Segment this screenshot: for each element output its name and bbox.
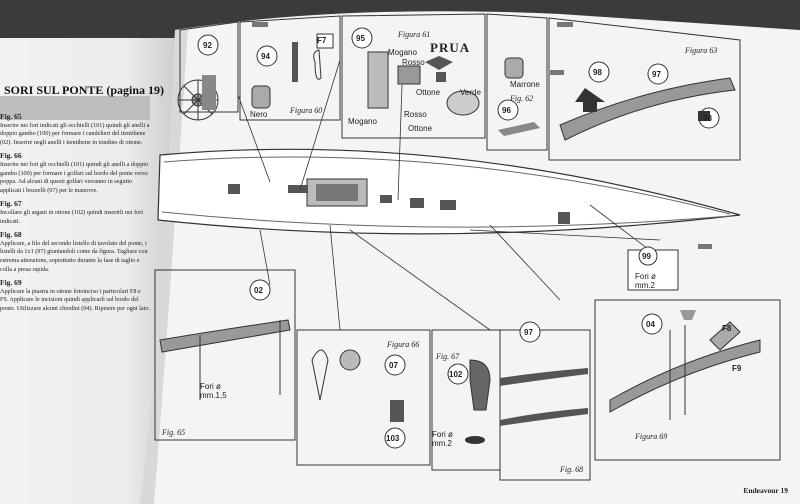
caption-fig-62: Fig. 62 <box>510 94 534 103</box>
callout-95: 95 <box>356 34 365 43</box>
hull-plan-outline <box>157 148 741 235</box>
color-marrone: Marrone <box>510 80 540 89</box>
color-verde: Verde <box>460 88 481 97</box>
left-page-text: Fig. 65 Inserire nei fori indicati gli o… <box>0 108 150 313</box>
callout-07: 07 <box>389 361 398 370</box>
caption-fig-67: Fig. 67 <box>436 352 460 361</box>
binnacle-icon <box>367 51 389 109</box>
color-rosso: Rosso <box>404 110 427 119</box>
eye-bolt-icon <box>311 349 329 401</box>
arrow-down-icon <box>575 88 605 112</box>
part-f7: F7 <box>317 36 327 45</box>
glue-bottle-icon <box>390 400 404 422</box>
right-page: 92 94 95 96 98 97 98 99 02 07 103 102 97… <box>140 0 800 504</box>
fig-text: Inserire nei fori gli occhielli (101) qu… <box>0 160 149 194</box>
callout-99: 99 <box>642 252 651 261</box>
caption-fig-68: Fig. 68 <box>560 465 584 474</box>
caption-figura-69: Figura 69 <box>635 432 668 441</box>
fig-text: Applicare la piastra in ottone fotoincis… <box>0 287 150 312</box>
holes-label: Fori ø <box>200 382 221 391</box>
caption-figura-60: Figura 60 <box>290 106 323 115</box>
callout-98: 98 <box>593 68 602 77</box>
callout-94: 94 <box>261 52 270 61</box>
pedestal-shape <box>202 75 216 110</box>
left-page <box>0 38 182 504</box>
color-ottone: Ottone <box>416 88 441 97</box>
left-header-bar <box>0 96 150 120</box>
callout-102: 102 <box>449 370 463 379</box>
caption-fig-65: Fig. 65 <box>162 428 186 437</box>
caption-figura-66: Figura 66 <box>387 340 420 349</box>
fig-text: Incollare gli argani in ottone (102) qui… <box>0 208 144 225</box>
paint-pot-icon <box>504 57 524 79</box>
arrow-left-icon <box>680 106 710 121</box>
prua-label: PRUA <box>430 40 471 55</box>
fig-heading: Fig. 69 <box>0 278 22 288</box>
page-footer: Endeavour 19 <box>743 486 788 495</box>
color-mogano: Mogano <box>348 117 377 126</box>
part-f8: F8 <box>722 324 732 333</box>
holes-size: mm.1,5 <box>200 391 227 400</box>
callout-97: 97 <box>652 70 661 79</box>
fig-text: Inserire nei fori indicati gli occhielli… <box>0 121 150 146</box>
holes-label: Fori ø <box>635 272 656 281</box>
bracket-f9 <box>709 321 741 351</box>
paint-pot-icon <box>251 85 271 109</box>
capstan-icon <box>446 90 480 116</box>
color-mogano: Mogano <box>388 48 417 57</box>
fig-heading: Fig. 68 <box>0 230 22 240</box>
pump-icon <box>292 42 298 82</box>
callout-96: 96 <box>502 106 511 115</box>
caption-figura-63: Figura 63 <box>685 46 718 55</box>
right-page-drawing <box>140 11 800 504</box>
callout-98: 98 <box>703 114 712 123</box>
left-page-title: SORI SUL PONTE (pagina 19) <box>4 83 165 97</box>
arrow-up-icon <box>425 56 453 70</box>
fig-text: Applicare, a filo del secondo listello d… <box>0 239 148 273</box>
color-rosso: Rosso <box>402 58 425 67</box>
callout-92: 92 <box>203 41 212 50</box>
callout-97: 97 <box>524 328 533 337</box>
callout-103: 103 <box>386 434 400 443</box>
part-f9: F9 <box>732 364 742 373</box>
fig-heading: Fig. 66 <box>0 151 22 161</box>
color-nero: Nero <box>250 110 268 119</box>
holes-label: Fori ø <box>432 430 453 439</box>
fig-heading: Fig. 65 <box>0 112 22 121</box>
rail-shape <box>159 319 291 353</box>
capstan-icon <box>469 359 491 411</box>
holes-size: mm.2 <box>432 439 452 448</box>
caption-figura-61: Figura 61 <box>398 30 431 39</box>
fig-heading: Fig. 67 <box>0 199 22 209</box>
callout-02: 02 <box>254 286 263 295</box>
color-ottone: Ottone <box>408 124 433 133</box>
holes-size: mm.2 <box>635 281 655 290</box>
callout-04: 04 <box>646 320 655 329</box>
